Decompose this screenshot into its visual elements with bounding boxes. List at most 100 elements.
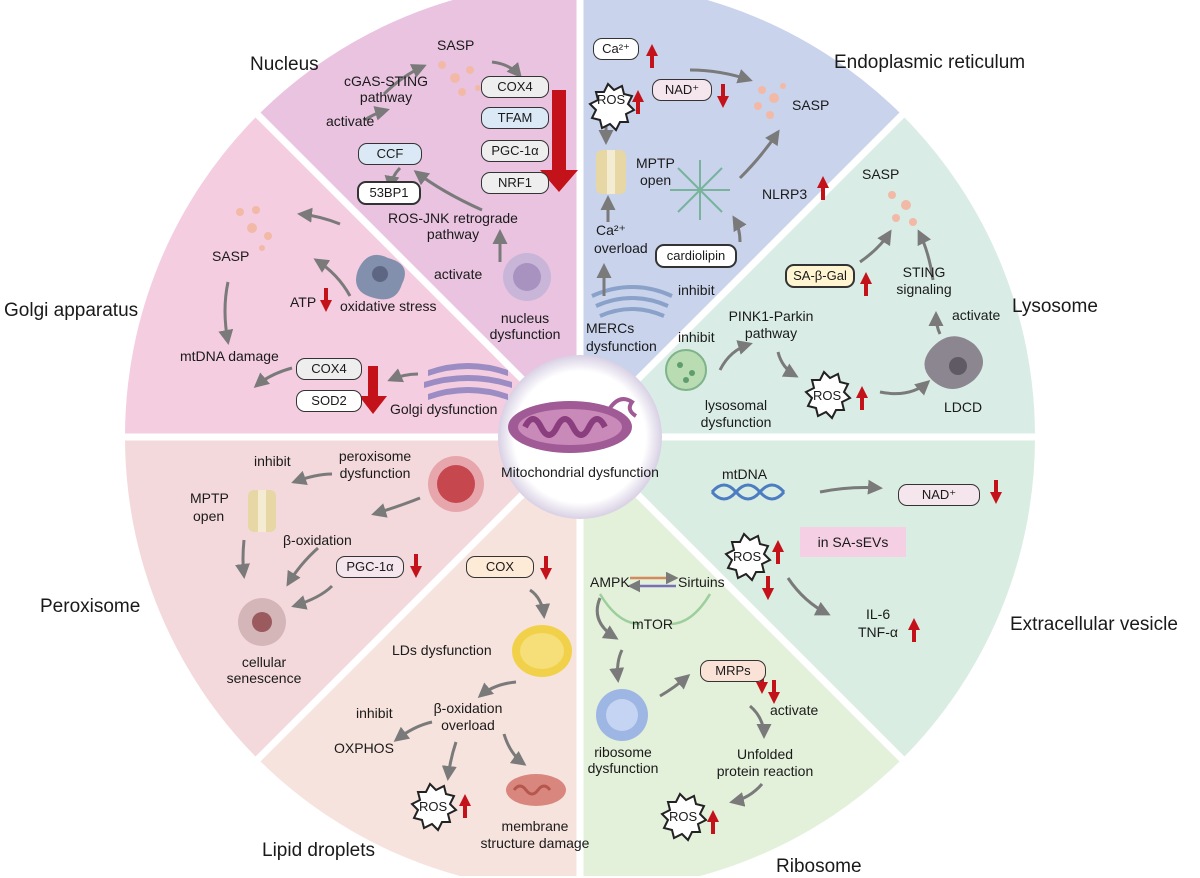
up-arrow-icon <box>632 90 644 114</box>
golgi-atp: ATP <box>290 294 317 310</box>
title-ev: Extracellular vesicle <box>1010 614 1178 635</box>
ros-burst-shapes <box>410 82 852 842</box>
sasp-dots-nucleus <box>438 61 481 96</box>
ribosome-sirtuins: Sirtuins <box>678 574 725 590</box>
nucleus-cgas-line2: pathway <box>359 89 413 105</box>
lipid-droplet-icon <box>512 625 572 677</box>
lysosome-dysfunction-line1: lysosomal <box>704 397 768 413</box>
er-nlrp3: NLRP3 <box>762 186 808 202</box>
down-arrow-icon <box>762 576 774 600</box>
lysosome-sting-line2: signaling <box>896 281 952 297</box>
trend-arrows <box>320 44 1002 834</box>
down-arrow-icon <box>717 84 729 108</box>
nucleus-53bp1: 53BP1 <box>357 181 421 205</box>
er-nad: NAD⁺ <box>652 79 712 101</box>
er-mercs-line2: dysfunction <box>586 338 657 354</box>
nlrp3-burst-icon <box>670 160 730 220</box>
er-sasp: SASP <box>792 97 830 113</box>
golgi-icon <box>424 363 512 400</box>
ribosome-cell-icon <box>596 689 648 741</box>
golgi-cox4: COX4 <box>296 358 362 380</box>
lysosome-inhibit: inhibit <box>678 329 715 345</box>
nucleus-dysfunction-line1: nucleus <box>500 310 550 326</box>
lysosome-pink-line2: pathway <box>744 325 798 341</box>
sector-golgi <box>124 115 581 437</box>
er-ca-overload-line2: overload <box>594 240 648 256</box>
up-arrow-icon <box>707 810 719 834</box>
up-arrow-icon <box>459 794 471 818</box>
nucleus-pill-cox4: COX4 <box>481 76 549 98</box>
nucleus-ccf: CCF <box>358 143 422 165</box>
ev-nad: NAD⁺ <box>898 484 980 506</box>
ev-mtdna: mtDNA <box>722 466 768 482</box>
lysosome-ros: ROS <box>813 388 842 403</box>
down-arrow-icon <box>768 680 780 704</box>
sector-lipid <box>258 437 580 876</box>
peroxisome-senescence-line1: cellular <box>241 654 287 670</box>
peroxisome-inhibit: inhibit <box>254 453 291 469</box>
senescent-cell-icon <box>238 598 286 646</box>
up-arrow-icon <box>908 618 920 642</box>
up-arrow-icon <box>817 176 829 200</box>
sector-peroxisome <box>124 437 580 759</box>
er-mptp-line2: open <box>640 172 672 188</box>
lysosome-sasp: SASP <box>862 166 900 182</box>
lipid-boverload-line1: β-oxidation <box>433 700 503 716</box>
lipid-membrane-line2: structure damage <box>480 835 590 851</box>
peroxisome-dysfunction-line2: dysfunction <box>339 465 411 481</box>
peroxisome-senescence-line2: senescence <box>226 670 302 686</box>
er-inhibit: inhibit <box>678 282 715 298</box>
ldcd-cell-icon <box>924 336 983 389</box>
ev-ros: ROS <box>733 549 762 564</box>
down-arrow-icon <box>990 480 1002 504</box>
title-lysosome: Lysosome <box>1012 296 1098 317</box>
title-er: Endoplasmic reticulum <box>834 52 1026 73</box>
up-arrow-icon <box>772 540 784 564</box>
mptp-icon-er <box>596 150 626 194</box>
ribosome-activate: activate <box>770 702 819 718</box>
nucleus-ros-jnk-line2: pathway <box>426 226 480 242</box>
lysosome-activate: activate <box>952 307 1001 323</box>
er-ros: ROS <box>597 92 626 107</box>
sasp-dots-er <box>754 83 786 119</box>
damaged-mitochondrion-icon <box>506 774 566 806</box>
nucleus-activate-top: activate <box>326 113 375 129</box>
peroxisome-boxidation: β-oxidation <box>283 532 352 548</box>
er-ca: Ca²⁺ <box>593 38 639 60</box>
lipid-boverload-line2: overload <box>441 717 495 733</box>
ribosome-ros: ROS <box>669 809 698 824</box>
ev-tnf: TNF-α <box>858 624 898 640</box>
big-down-arrow-icon <box>540 90 578 192</box>
oxidative-stress-cell-icon <box>356 254 405 300</box>
lipid-lds: LDs dysfunction <box>392 642 492 658</box>
nucleus-pill-tfam: TFAM <box>481 107 549 129</box>
golgi-sod2: SOD2 <box>296 390 362 412</box>
ev-sa-sevs: in SA-sEVs <box>800 527 906 557</box>
nucleus-cgas-line1: cGAS-STING <box>343 73 428 89</box>
lipid-ros: ROS <box>419 799 448 814</box>
title-nucleus: Nucleus <box>250 54 319 75</box>
up-arrow-icon <box>646 44 658 68</box>
sasp-dots-lysosome <box>888 191 917 226</box>
mercs-er-icon <box>591 285 673 318</box>
lysosome-dysfunction-line2: dysfunction <box>700 414 772 430</box>
ribosome-dysfunction-line1: ribosome <box>594 744 652 760</box>
lysosome-icon <box>665 349 707 391</box>
dna-icon <box>710 483 786 501</box>
golgi-dysfunction: Golgi dysfunction <box>390 401 498 417</box>
er-cardiolipin: cardiolipin <box>655 244 737 268</box>
peroxisome-mptp-line2: open <box>193 508 225 524</box>
nucleus-pill-pgc: PGC-1α <box>481 140 549 162</box>
lysosome-sting-line1: STING <box>902 264 946 280</box>
lipid-membrane-line1: membrane <box>501 818 569 834</box>
title-peroxisome: Peroxisome <box>40 596 141 617</box>
er-mptp-line1: MPTP <box>636 155 675 171</box>
center-label: Mitochondrial dysfunction <box>501 464 659 480</box>
nucleus-activate-bottom: activate <box>434 266 483 282</box>
down-arrow-icon <box>410 554 422 578</box>
golgi-oxidative: oxidative stress <box>340 298 437 314</box>
title-ribosome: Ribosome <box>776 856 862 877</box>
up-arrow-icon <box>856 386 868 410</box>
lysosome-sabgal: SA-β-Gal <box>785 264 855 288</box>
title-golgi: Golgi apparatus <box>4 300 139 321</box>
